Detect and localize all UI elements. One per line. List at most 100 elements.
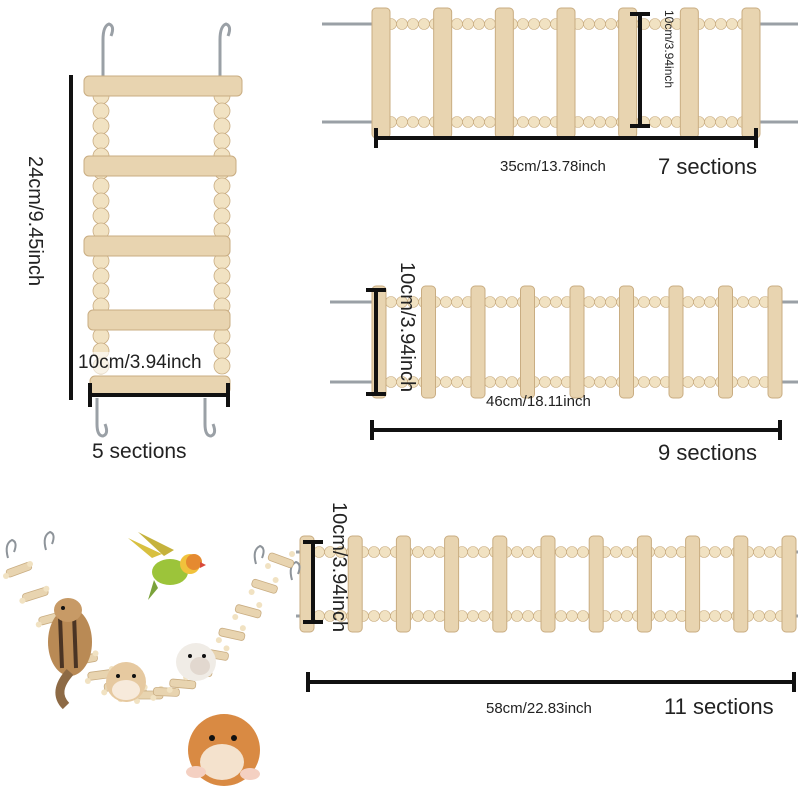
ladder-11-bead	[478, 610, 490, 622]
ladder-5-rung	[87, 309, 231, 331]
ladder-11-bead	[753, 610, 765, 622]
hamster-white	[176, 643, 216, 681]
ladder-9-rung	[470, 285, 486, 399]
bridge-bead	[256, 601, 263, 608]
bridge-rung	[251, 578, 278, 594]
bridge-bead	[232, 613, 239, 620]
ladder-11-bead	[753, 546, 765, 558]
bridge-bead	[19, 597, 26, 604]
ladder-11-bead	[511, 546, 523, 558]
ladder-11-bead	[522, 546, 534, 558]
ladder-11-bead	[423, 610, 435, 622]
ladder-11-rung	[492, 535, 508, 633]
ladder-11-bead	[412, 546, 424, 558]
ladder-11-bead	[720, 610, 732, 622]
bridge-rung	[152, 687, 180, 697]
ladder-11-rung	[781, 535, 797, 633]
bridge-bead	[150, 694, 157, 701]
bridge-rung	[169, 678, 197, 690]
ladder-11-bead	[467, 546, 479, 558]
ladder-11-bead	[709, 546, 721, 558]
ladder-9-rung	[520, 285, 535, 399]
ladder-9-rung	[767, 285, 783, 399]
ladder-11-bead	[467, 610, 479, 622]
ladder-9-sections-photo	[330, 285, 798, 440]
ladder-11-bead	[412, 610, 424, 622]
hanging-bridge	[3, 551, 295, 704]
ladder-11-bead	[566, 546, 578, 558]
ladder-9-rung	[569, 285, 585, 399]
ladder-11-rung	[395, 535, 411, 633]
ladder-11-bead	[555, 546, 567, 558]
ladder-5-top-hook	[218, 22, 232, 76]
ladder-11-rung	[733, 535, 749, 633]
bridge-bead	[84, 677, 91, 684]
ladder-11-rung	[636, 535, 652, 633]
ladder-5-rung	[83, 235, 231, 257]
ladder-11-bead	[577, 546, 589, 558]
chipmunk	[48, 598, 92, 710]
ladder-11-bead	[434, 546, 446, 558]
ladder-5-bead	[213, 357, 231, 375]
bridge-rung	[218, 627, 246, 641]
ladder-11-bead	[522, 610, 534, 622]
ladder-11-bead	[423, 546, 435, 558]
ladder-9-rung	[668, 285, 684, 399]
ladder-11-rung	[540, 535, 556, 633]
ladder-5-width-label: 10cm/3.94inch	[78, 352, 202, 374]
ladder-5-rung	[83, 75, 243, 97]
ladder-11-sections-label: 11 sections	[664, 694, 774, 719]
ladder-11-bead	[313, 546, 325, 558]
bridge-bead	[289, 551, 295, 557]
ladder-7-length-label: 35cm/13.78inch	[500, 158, 606, 175]
ladder-11-rung	[444, 535, 460, 633]
bridge-scene-illustration	[3, 530, 301, 786]
ladder-11-bead	[313, 610, 325, 622]
ladder-11-bead	[665, 610, 677, 622]
ladder-7-sections-label: 7 sections	[658, 154, 758, 179]
hamster-middle	[106, 662, 146, 702]
ladder-11-bead	[764, 546, 776, 558]
ladder-11-width-label: 10cm/3.94inch	[328, 502, 350, 633]
ladder-11-bead	[621, 546, 633, 558]
bridge-bead	[92, 650, 99, 657]
bridge-bead	[265, 563, 271, 569]
bridge-bead	[35, 621, 42, 628]
ladder-5-rung	[83, 155, 237, 177]
ladder-11-bead	[610, 610, 622, 622]
ladder-11-length-label: 58cm/22.83inch	[486, 700, 592, 717]
ladder-11-bead	[720, 546, 732, 558]
ladder-11-bead	[478, 546, 490, 558]
ladder-11-bead	[665, 546, 677, 558]
ladder-11-bead	[555, 610, 567, 622]
ladder-11-bead	[654, 610, 666, 622]
ladder-11-bead	[698, 610, 710, 622]
ladder-5-sections-label: 5 sections	[92, 440, 187, 463]
ladder-11-bead	[577, 610, 589, 622]
ladder-11-sections-photo	[296, 535, 798, 692]
bridge-rung	[234, 604, 262, 619]
bridge-bead	[272, 576, 279, 583]
ladder-9-sections-label: 9 sections	[658, 440, 758, 465]
bridge-bead	[223, 645, 230, 652]
ladder-9-rung	[421, 285, 436, 399]
bridge-bead	[166, 686, 173, 693]
ladder-9-length-label: 46cm/18.11inch	[486, 393, 591, 410]
bridge-bead	[248, 588, 255, 595]
bridge-bead	[27, 561, 33, 567]
ladder-5-sections-photo	[69, 22, 243, 438]
ladder-11-bead	[654, 546, 666, 558]
ladder-11-bead	[764, 610, 776, 622]
bridge-bead	[239, 625, 246, 632]
ladder-11-rung	[347, 535, 363, 633]
ladder-5-bottom-hook	[95, 398, 109, 438]
ladder-11-bead	[368, 610, 380, 622]
hamster-orange	[186, 714, 260, 786]
ladder-11-bead	[379, 546, 391, 558]
bridge-bead	[215, 637, 222, 644]
bridge-bead	[3, 573, 9, 579]
ladder-11-bead	[709, 610, 721, 622]
ladder-11-rung	[685, 535, 701, 633]
ladder-11-bead	[511, 610, 523, 622]
ladder-5-top-hook	[101, 22, 115, 76]
